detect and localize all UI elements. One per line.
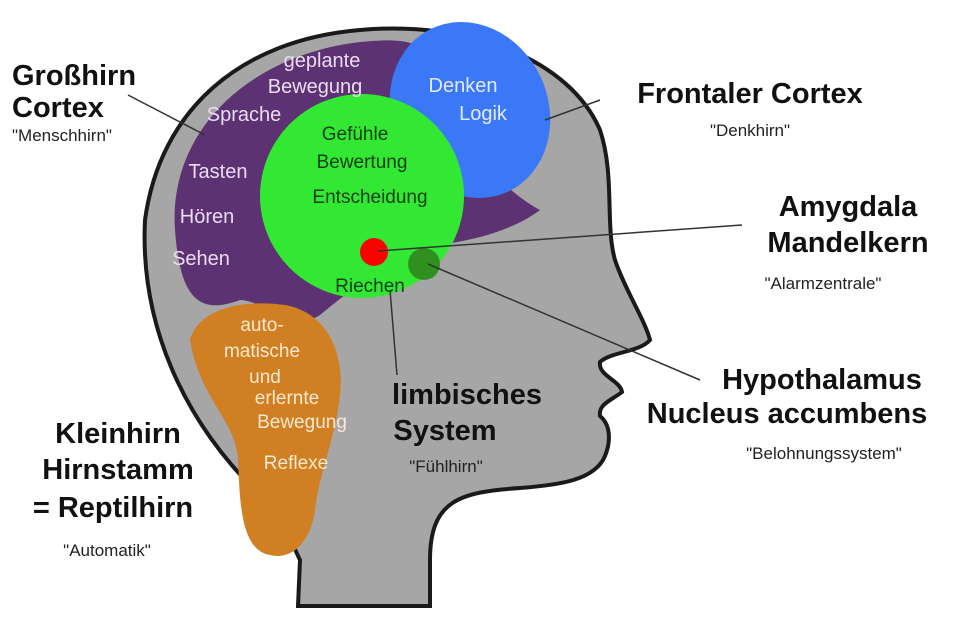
cortex-word: Tasten: [189, 161, 248, 183]
frontal-nickname: "Denkhirn": [710, 121, 790, 140]
label-hypothalamus: Hypothalamus Nucleus accumbens "Belohnun…: [647, 364, 927, 463]
amygdala-nickname: "Alarmzentrale": [765, 274, 882, 293]
grosshirn-nickname: "Menschhirn": [12, 126, 112, 145]
limbic-word: Riechen: [335, 276, 405, 297]
frontal-word: Denken: [429, 75, 498, 97]
grosshirn-title: Großhirn: [12, 60, 136, 92]
hypothalamus-nickname: "Belohnungssystem": [746, 444, 902, 463]
kleinhirn-subtitle: Hirnstamm: [42, 454, 194, 486]
hypothalamus-dot: [408, 248, 440, 280]
cortex-word: geplante: [284, 50, 361, 72]
label-amygdala: Amygdala Mandelkern "Alarmzentrale": [765, 191, 929, 293]
label-kleinhirn: Kleinhirn Hirnstamm = Reptilhirn "Automa…: [33, 418, 194, 560]
cortex-word: Sehen: [172, 248, 230, 270]
limbic-nickname: "Fühlhirn": [409, 457, 483, 476]
cortex-word: Bewegung: [268, 76, 363, 98]
limbic-word: Entscheidung: [312, 187, 427, 208]
limbic-title: limbisches: [392, 379, 542, 411]
limbic-word: Gefühle: [322, 124, 389, 145]
amygdala-title: Amygdala: [779, 191, 918, 223]
grosshirn-subtitle: Cortex: [12, 92, 104, 124]
cerebellum-word: erlernte: [255, 388, 319, 409]
kleinhirn-equation: = Reptilhirn: [33, 492, 193, 524]
amygdala-dot: [360, 238, 388, 266]
label-grosshirn: Großhirn Cortex "Menschhirn": [12, 60, 136, 145]
hypothalamus-subtitle: Nucleus accumbens: [647, 398, 927, 430]
kleinhirn-nickname: "Automatik": [63, 541, 151, 560]
cerebellum-word: und: [249, 367, 281, 388]
kleinhirn-title: Kleinhirn: [55, 418, 181, 450]
hypothalamus-title: Hypothalamus: [722, 364, 922, 396]
cortex-word: Sprache: [207, 104, 282, 126]
label-frontal: Frontaler Cortex "Denkhirn": [637, 78, 863, 140]
limbic-subtitle: System: [393, 415, 496, 447]
cerebellum-word: Bewegung: [257, 412, 347, 433]
limbic-word: Bewertung: [317, 152, 408, 173]
cerebellum-word: matische: [224, 341, 300, 362]
frontal-word: Logik: [459, 103, 508, 125]
frontal-title: Frontaler Cortex: [637, 78, 863, 110]
cortex-word: Hören: [180, 206, 234, 228]
cerebellum-word: auto-: [240, 315, 283, 336]
cerebellum-word: Reflexe: [264, 453, 328, 474]
amygdala-subtitle: Mandelkern: [767, 227, 928, 259]
